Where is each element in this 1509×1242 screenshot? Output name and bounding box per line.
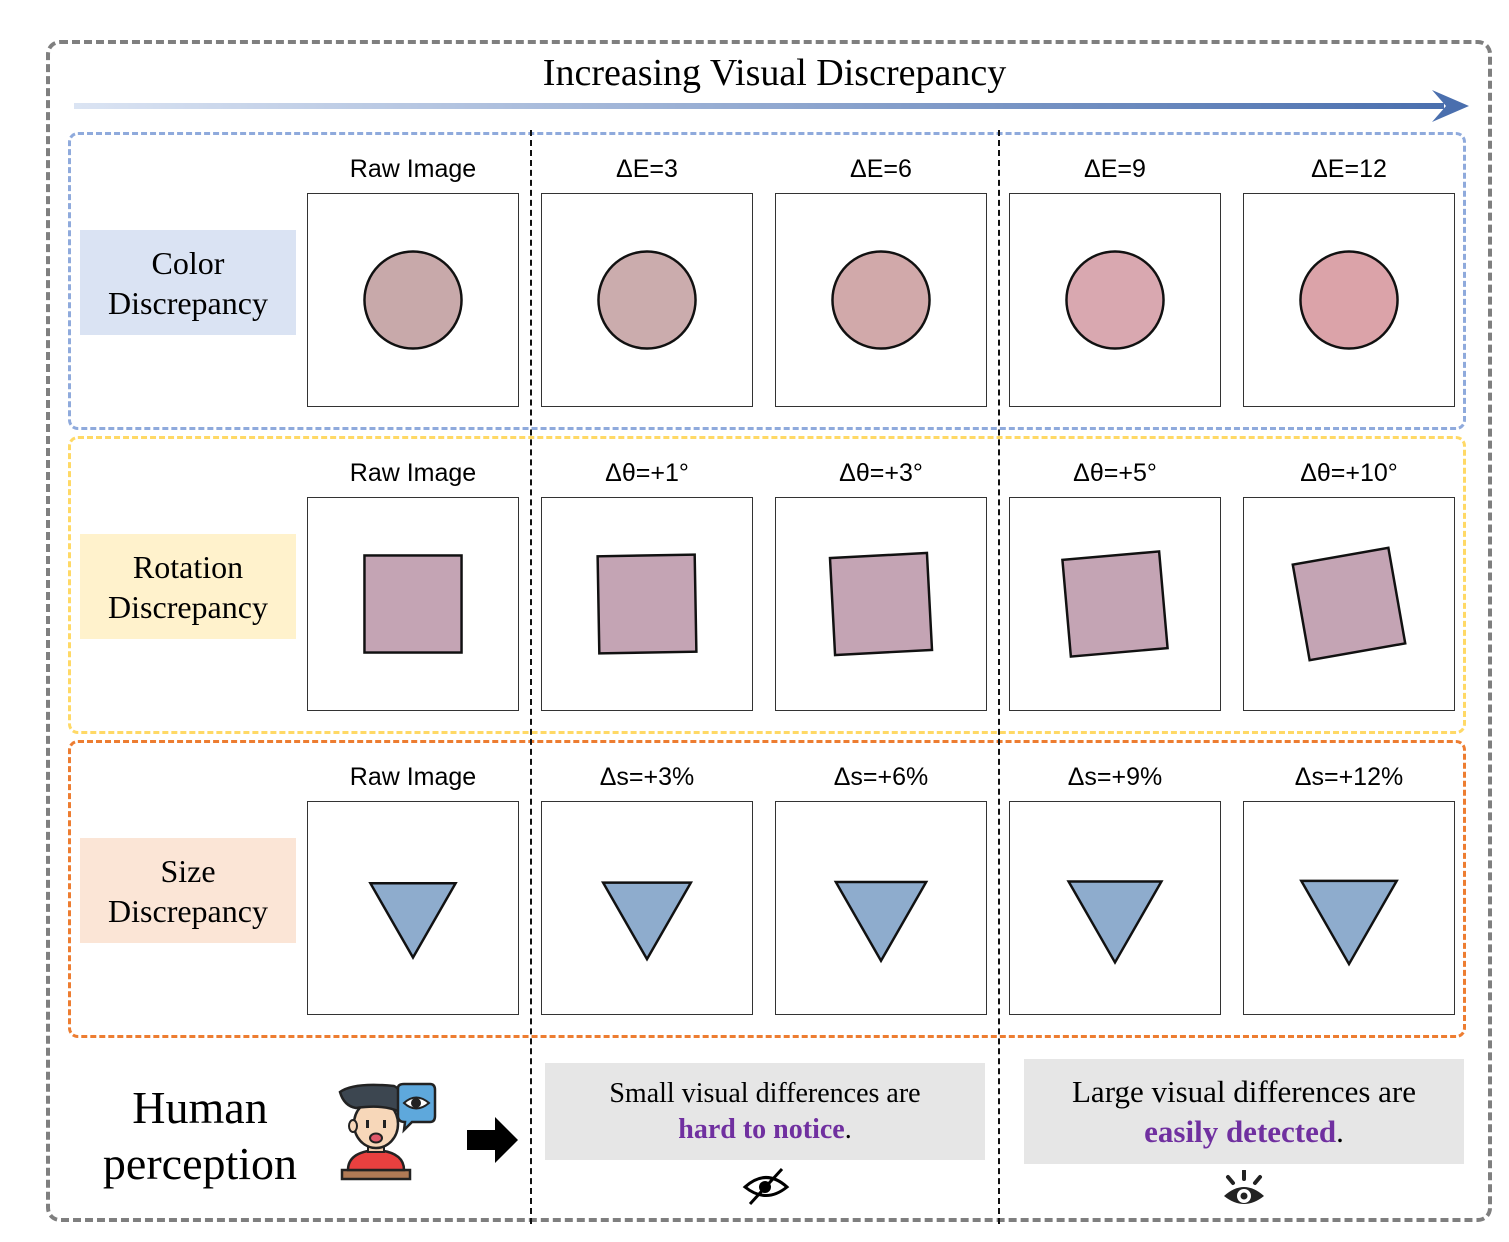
increasing-arrow-icon <box>74 90 1469 122</box>
person-eye-icon <box>338 1082 437 1181</box>
column-title: Δs=+3% <box>599 763 695 791</box>
color-panel <box>775 193 987 407</box>
right-arrow-icon <box>467 1117 518 1163</box>
column-title: ΔE=9 <box>1084 155 1146 183</box>
large-note-text: Large visual differences are <box>1072 1073 1416 1109</box>
rotation-panel <box>307 497 519 711</box>
divider-line-left <box>530 130 532 1224</box>
column-title: Δθ=+1° <box>605 459 689 487</box>
human-perception-label: Human perception <box>95 1080 305 1192</box>
column-title: ΔE=12 <box>1311 155 1387 183</box>
square-shape <box>363 554 463 654</box>
section-rotation <box>68 436 1466 734</box>
label-line2: Discrepancy <box>108 892 268 929</box>
size-panel <box>307 801 519 1015</box>
column-title: ΔE=6 <box>850 155 912 183</box>
large-note-suffix: . <box>1336 1113 1344 1149</box>
color-panel <box>307 193 519 407</box>
section-color <box>68 132 1466 430</box>
circle-shape <box>831 250 931 350</box>
section-size <box>68 740 1466 1038</box>
small-difference-note: Small visual differences are hard to not… <box>545 1063 985 1160</box>
size-panel <box>775 801 987 1015</box>
main-title: Increasing Visual Discrepancy <box>542 52 1007 94</box>
color-panel <box>1243 193 1455 407</box>
label-line2: Discrepancy <box>108 284 268 321</box>
circle-shape <box>363 250 463 350</box>
label-line1: Size <box>160 852 216 889</box>
label-line1: Rotation <box>132 548 244 585</box>
divider-line-right <box>998 130 1000 1224</box>
human-label-line2: perception <box>102 1138 298 1189</box>
eye-open-icon <box>1224 1170 1264 1204</box>
label-line2: Discrepancy <box>108 588 268 625</box>
circle-shape <box>1065 250 1165 350</box>
column-title: Δs=+6% <box>833 763 929 791</box>
column-title: ΔE=3 <box>616 155 678 183</box>
square-shape <box>1061 550 1169 658</box>
square-shape <box>1291 546 1407 662</box>
column-title: Δs=+12% <box>1294 763 1404 791</box>
column-title: Raw Image <box>349 459 477 487</box>
rotation-panel <box>1243 497 1455 711</box>
size-panel <box>1243 801 1455 1015</box>
size-panel <box>541 801 753 1015</box>
circle-shape <box>1299 250 1399 350</box>
small-note-emphasis: hard to notice <box>678 1113 845 1145</box>
triangle-shape <box>1299 879 1399 967</box>
triangle-shape <box>600 881 694 962</box>
triangle-shape <box>1066 880 1164 965</box>
square-shape <box>596 553 698 655</box>
large-note-emphasis: easily detected <box>1144 1113 1337 1149</box>
large-difference-note: Large visual differences are easily dete… <box>1024 1059 1464 1164</box>
rotation-panel <box>541 497 753 711</box>
triangle-shape <box>833 880 929 964</box>
rotation-panel <box>775 497 987 711</box>
circle-shape <box>597 250 697 350</box>
triangle-shape <box>368 881 458 961</box>
color-panel <box>541 193 753 407</box>
small-note-text: Small visual differences are <box>609 1077 921 1109</box>
label-line1: Color <box>151 244 225 281</box>
size-panel <box>1009 801 1221 1015</box>
column-title: Δθ=+3° <box>839 459 923 487</box>
column-title: Raw Image <box>349 763 477 791</box>
column-title: Δs=+9% <box>1067 763 1163 791</box>
color-panel <box>1009 193 1221 407</box>
human-label-line1: Human <box>132 1082 268 1133</box>
eye-off-icon <box>742 1167 790 1206</box>
column-title: Δθ=+10° <box>1300 459 1398 487</box>
rotation-panel <box>1009 497 1221 711</box>
outer-frame <box>46 40 1492 1222</box>
small-note-suffix: . <box>844 1113 852 1145</box>
square-shape <box>828 551 934 657</box>
column-title: Δθ=+5° <box>1073 459 1157 487</box>
column-title: Raw Image <box>349 155 477 183</box>
